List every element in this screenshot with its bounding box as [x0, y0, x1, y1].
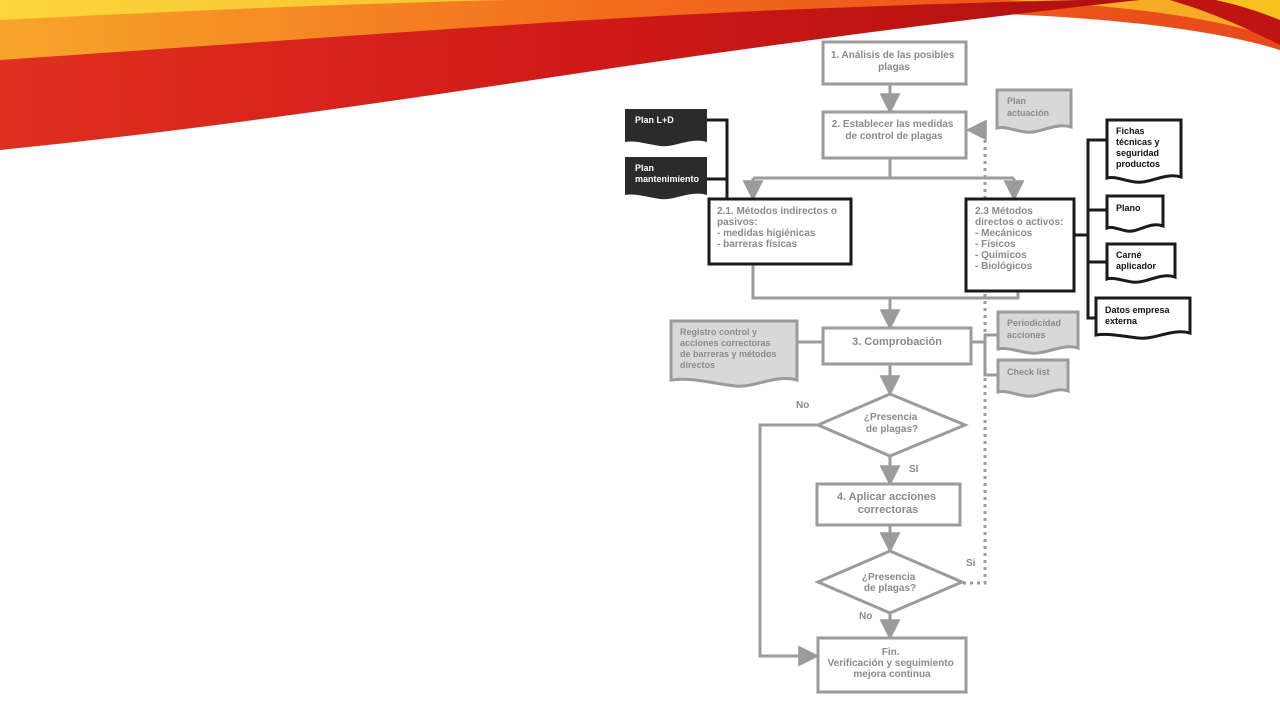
step1-box: 1. Análisis de las posibles plagas [821, 40, 968, 86]
end-box: Fin. Verificación y seguimiento mejora c… [816, 636, 968, 694]
step4-box: 4. Aplicar acciones correctoras [815, 482, 962, 527]
svg-text:Carné aplicador: Carné aplicador [1116, 250, 1157, 271]
decision2-no-label: No [859, 611, 872, 622]
svg-text:Check list: Check list [1007, 367, 1050, 377]
step2-box: 2. Establecer las medidas de control de … [821, 110, 968, 160]
decision1-si-label: SI [909, 464, 919, 475]
decision2-diamond: ¿Presencia de plagas? [814, 549, 966, 615]
svg-text:2.1. Métodos indirectos o: 2.1. Métodos indirectos o pasivos: - med… [717, 206, 840, 250]
doc-plano: Plano [1105, 194, 1165, 233]
doc-periodicidad: Periodicidad acciones [996, 310, 1080, 355]
svg-text:Plan actuación: Plan actuación [1007, 96, 1049, 118]
svg-text:Fichas técnicas y: Fichas técnicas y seguridad productos [1116, 126, 1162, 169]
step21-box: 2.1. Métodos indirectos o pasivos: - med… [707, 197, 853, 266]
doc-fichas: Fichas técnicas y seguridad productos [1105, 118, 1183, 184]
svg-text:Registro control y acci: Registro control y acciones correctoras … [680, 327, 779, 370]
doc-plan-mantenimiento: Plan mantenimiento [625, 157, 707, 200]
step23-box: 2.3 Métodos directos o activos: - Mecáni… [964, 197, 1076, 293]
doc-carne: Carné aplicador [1105, 242, 1177, 284]
svg-text:4. Aplicar acciones corr: 4. Aplicar acciones correctoras [837, 491, 939, 516]
doc-checklist: Check list [996, 358, 1070, 398]
svg-text:Plan mantenimiento: Plan mantenimiento [635, 163, 700, 184]
svg-text:1. Análisis de las posibles: 1. Análisis de las posibles plagas [831, 50, 957, 73]
svg-text:Plano: Plano [1116, 203, 1141, 213]
doc-plan-actuacion: Plan actuación [995, 88, 1073, 134]
connectors [742, 84, 1025, 667]
svg-text:2. Establecer las medidas: 2. Establecer las medidas de control de … [832, 119, 957, 142]
decision2-si-label: Si [966, 558, 976, 569]
svg-text:¿Presencia de plagas?: ¿Presencia de plagas? [864, 412, 920, 435]
svg-text:2.3 Métodos directos o a: 2.3 Métodos directos o activos: - Mecáni… [975, 206, 1066, 272]
brackets [707, 118, 1106, 320]
svg-text:3. Comprobación: 3. Comprobación [852, 336, 942, 348]
svg-text:Periodicidad acciones: Periodicidad acciones [1007, 318, 1064, 340]
svg-text:Datos empresa externa: Datos empresa externa [1105, 305, 1172, 326]
doc-plan-ld: Plan L+D [625, 109, 707, 147]
svg-text:Fin. Verificación y segu: Fin. Verificación y seguimiento mejora c… [828, 647, 957, 680]
step3-box: 3. Comprobación [821, 326, 973, 366]
decision1-diamond: ¿Presencia de plagas? [814, 392, 969, 458]
svg-text:¿Presencia de plagas?: ¿Presencia de plagas? [862, 572, 918, 594]
decision1-no-label: No [796, 400, 809, 411]
svg-text:Plan L+D: Plan L+D [635, 115, 674, 125]
doc-datos: Datos empresa externa [1094, 296, 1192, 340]
decorative-banner [0, 0, 1280, 150]
doc-registro: Registro control y acciones correctoras … [669, 319, 799, 388]
